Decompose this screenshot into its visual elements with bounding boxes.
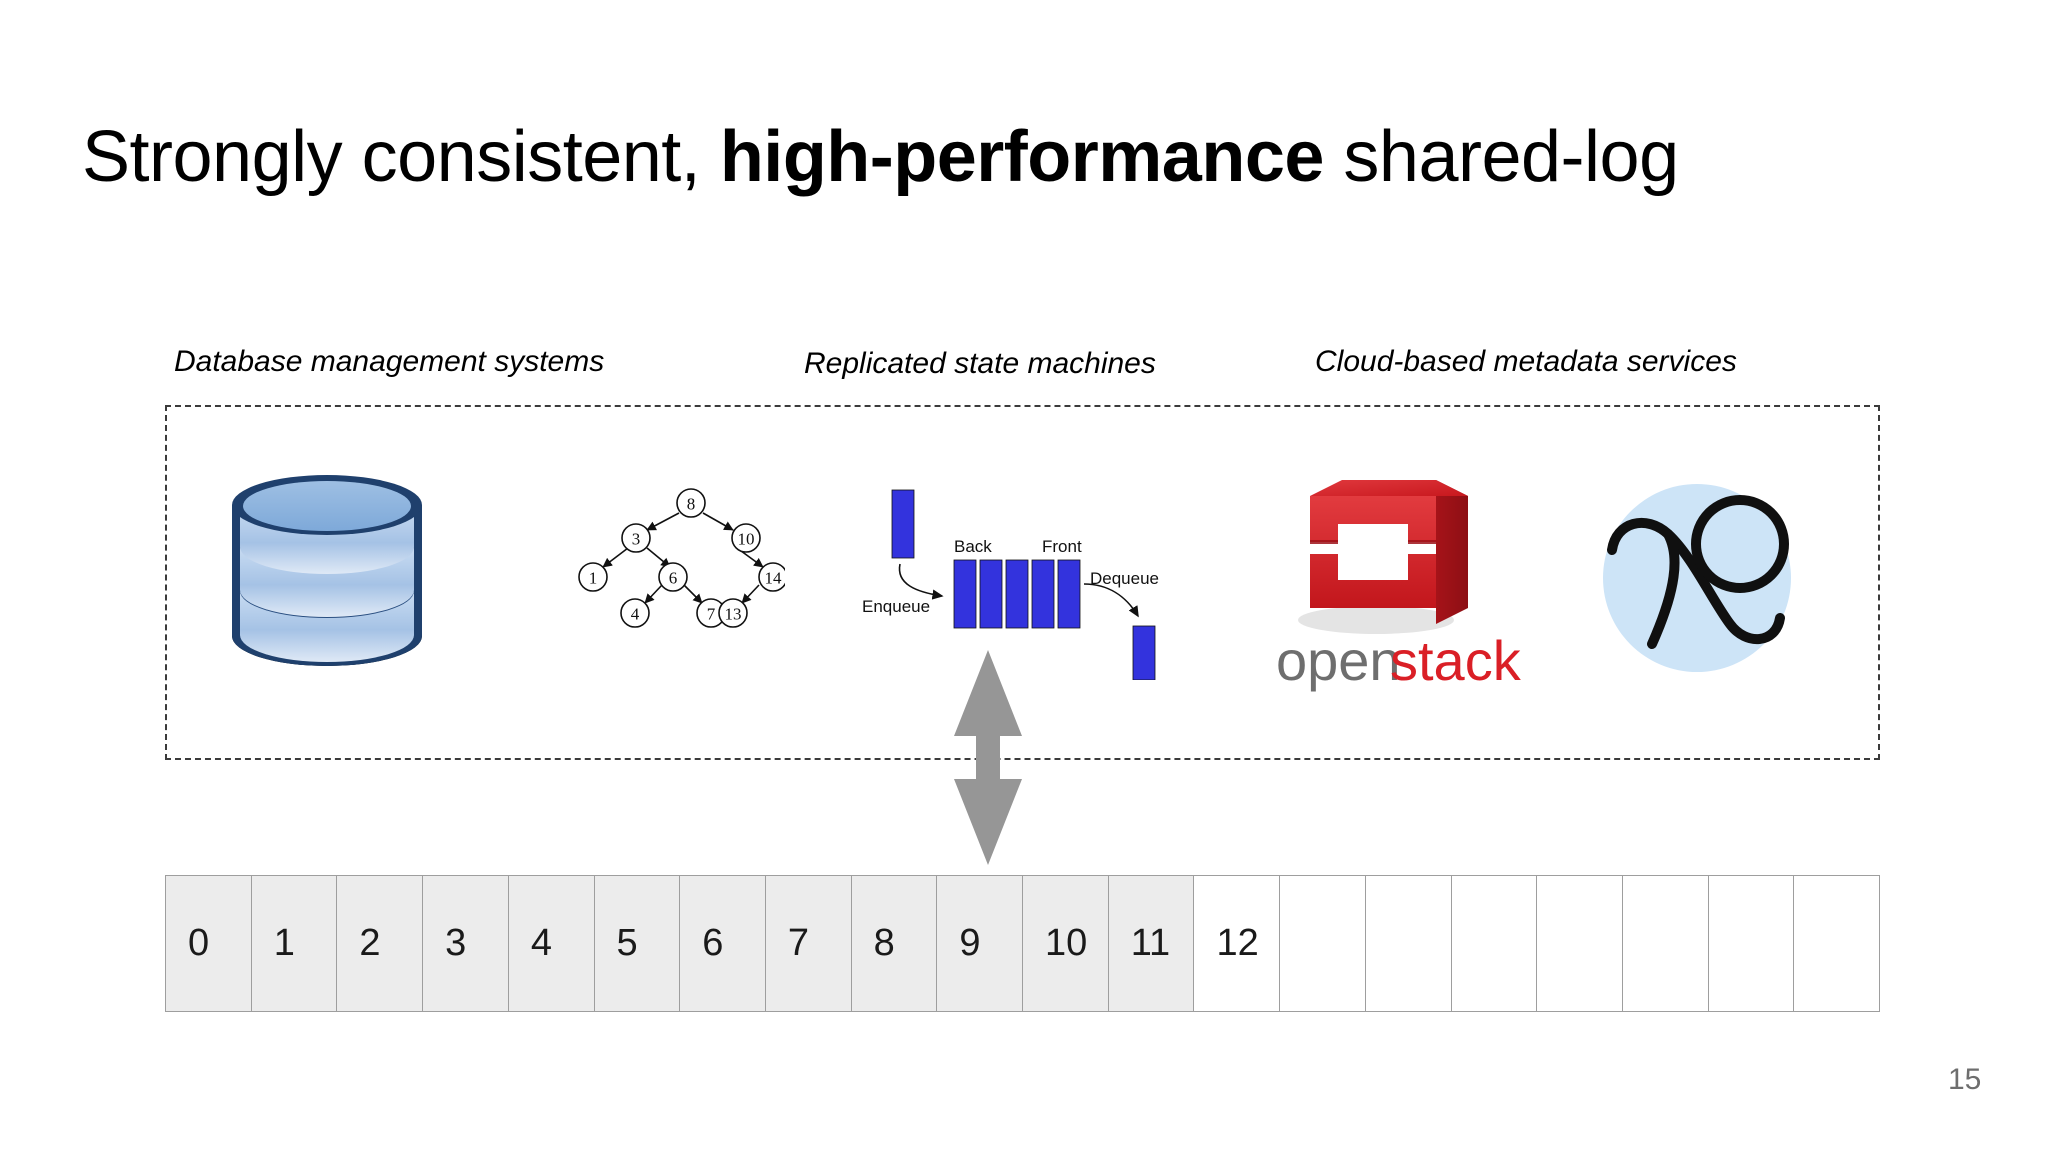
title-text-emphasis: high-performance [719,117,1325,197]
log-cell[interactable]: 7 [765,876,852,1011]
tree-node-label: 3 [632,530,641,549]
log-cell[interactable] [1451,876,1538,1011]
log-cell[interactable] [1365,876,1452,1011]
zookeeper-logo-icon [1580,478,1815,678]
double-headed-arrow-icon [950,650,1026,865]
log-cell[interactable]: 10 [1023,876,1109,1011]
queue-diagram-icon: Back Front Enqueue Dequeue [850,480,1180,681]
queue-front-label: Front [1042,537,1082,556]
tree-node-label: 8 [687,495,696,514]
systems-dashed-container [165,405,1880,760]
binary-search-tree-icon: 8 3 10 1 6 14 4 7 13 [535,485,788,675]
queue-dequeue-label: Dequeue [1090,569,1159,588]
log-cell[interactable]: 1 [251,876,338,1011]
category-label-replicated-state-machines: Replicated state machines [804,347,1156,380]
log-cell[interactable]: 12 [1194,876,1281,1011]
log-cell[interactable]: 8 [851,876,938,1011]
database-cylinder-icon [222,473,432,668]
openstack-logo-icon: open stack [1268,470,1533,700]
tree-node-label: 10 [738,530,755,549]
log-cell[interactable]: 0 [166,876,252,1011]
title-text-normal-lead: Strongly consistent, [82,117,720,197]
openstack-word-stack: stack [1390,629,1522,692]
log-cell[interactable]: 9 [937,876,1024,1011]
log-cell[interactable]: 11 [1108,876,1195,1011]
tree-node-label: 4 [631,605,640,624]
category-label-database-management-systems: Database management systems [174,345,605,378]
log-cell[interactable]: 5 [594,876,681,1011]
log-cell[interactable]: 6 [680,876,766,1011]
queue-back-label: Back [954,537,992,556]
tree-node-label: 7 [707,605,716,624]
shared-log-strip: 0 1 2 3 4 5 6 7 8 9 10 11 12 [165,875,1880,1012]
log-cell[interactable] [1708,876,1795,1011]
tree-node-label: 1 [589,569,598,588]
log-cell[interactable]: 3 [423,876,509,1011]
log-cell[interactable] [1794,876,1880,1011]
queue-enqueue-label: Enqueue [862,597,930,616]
log-cell[interactable] [1622,876,1709,1011]
tree-node-label: 6 [669,569,678,588]
log-cell[interactable] [1537,876,1623,1011]
title-text-normal-tail: shared-log [1323,117,1679,197]
page-number: 15 [1948,1063,1982,1096]
tree-node-label: 14 [765,569,783,588]
log-cell[interactable] [1280,876,1366,1011]
log-cell[interactable]: 2 [337,876,424,1011]
openstack-word-open: open [1276,629,1401,692]
category-label-cloud-based-metadata-services: Cloud-based metadata services [1315,345,1737,378]
page-title: Strongly consistent, high-performance sh… [82,114,1679,200]
log-cell[interactable]: 4 [508,876,595,1011]
tree-node-label: 13 [725,605,742,624]
